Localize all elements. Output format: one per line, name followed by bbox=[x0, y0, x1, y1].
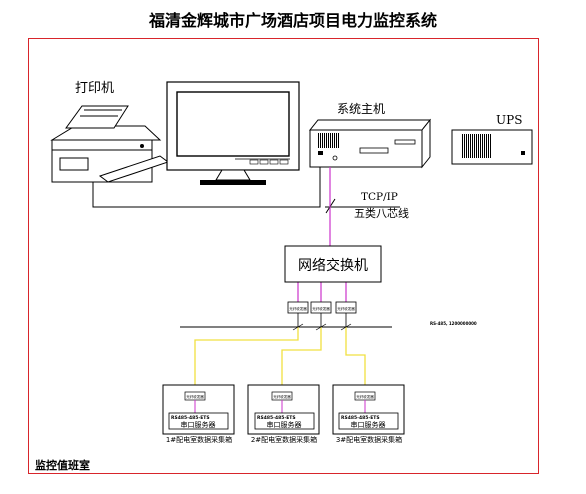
svg-text:光纤收发器: 光纤收发器 bbox=[186, 394, 204, 399]
fiber-transceiver: 光纤收发器 bbox=[310, 301, 332, 314]
monitor-icon bbox=[166, 81, 300, 185]
system-host-label: 系统主机 bbox=[337, 102, 385, 116]
cat5-cable bbox=[297, 167, 347, 302]
rs485-wiring bbox=[194, 327, 366, 392]
system-host-icon bbox=[308, 118, 432, 169]
collection-cabinet: 光纤收发器 RS485-485-ETS 串口服务器 2#配电室数据采集箱 bbox=[247, 384, 320, 444]
monitoring-room-frame bbox=[28, 38, 539, 474]
fiber-transceiver: 光纤收发器 bbox=[287, 301, 309, 314]
collection-cabinet: 光纤收发器 RS485-485-ETS 串口服务器 3#配电室数据采集箱 bbox=[332, 384, 405, 444]
network-switch: 网络交换机 bbox=[284, 245, 382, 283]
cabinet-module-label: RS485-485-ETS bbox=[171, 415, 210, 421]
transceiver-stubs bbox=[297, 313, 347, 327]
svg-text:光纤收发器: 光纤收发器 bbox=[273, 394, 291, 399]
ups-icon bbox=[451, 129, 533, 165]
cabinet-caption: 2#配电室数据采集箱 bbox=[251, 435, 317, 444]
cabinet-server-label: 串口服务器 bbox=[267, 420, 302, 429]
network-protocol-label: TCP/IP bbox=[361, 191, 398, 203]
cabinet-module-label: RS485-485-ETS bbox=[341, 415, 380, 421]
diagram-title: 福清金辉城市广场酒店项目电力监控系统 bbox=[148, 11, 437, 30]
bus-note: RS-485, 1200000000 bbox=[430, 321, 477, 326]
transceiver-label: 光纤收发器 bbox=[312, 306, 330, 311]
printer-label: 打印机 bbox=[75, 81, 114, 96]
black-wiring bbox=[92, 167, 400, 328]
collection-cabinet: 光纤收发器 RS485-485-ETS 串口服务器 1#配电室数据采集箱 bbox=[162, 384, 235, 444]
svg-text:光纤收发器: 光纤收发器 bbox=[356, 394, 374, 399]
fiber-transceiver: 光纤收发器 bbox=[335, 301, 357, 314]
ups-label: UPS bbox=[496, 113, 522, 127]
bus-marks bbox=[292, 323, 352, 331]
network-switch-label: 网络交换机 bbox=[298, 257, 368, 274]
cabinet-server-label: 串口服务器 bbox=[181, 420, 216, 429]
cabinet-caption: 3#配电室数据采集箱 bbox=[336, 435, 402, 444]
cabinet-caption: 1#配电室数据采集箱 bbox=[166, 435, 232, 444]
cabinet-server-label: 串口服务器 bbox=[351, 420, 386, 429]
cabinet-module-label: RS485-485-ETS bbox=[257, 415, 296, 421]
transceiver-label: 光纤收发器 bbox=[337, 306, 355, 311]
network-cable-label: 五类八芯线 bbox=[354, 206, 409, 220]
printer-icon bbox=[50, 105, 170, 183]
room-label: 监控值班室 bbox=[35, 459, 90, 472]
transceiver-label: 光纤收发器 bbox=[289, 306, 307, 311]
